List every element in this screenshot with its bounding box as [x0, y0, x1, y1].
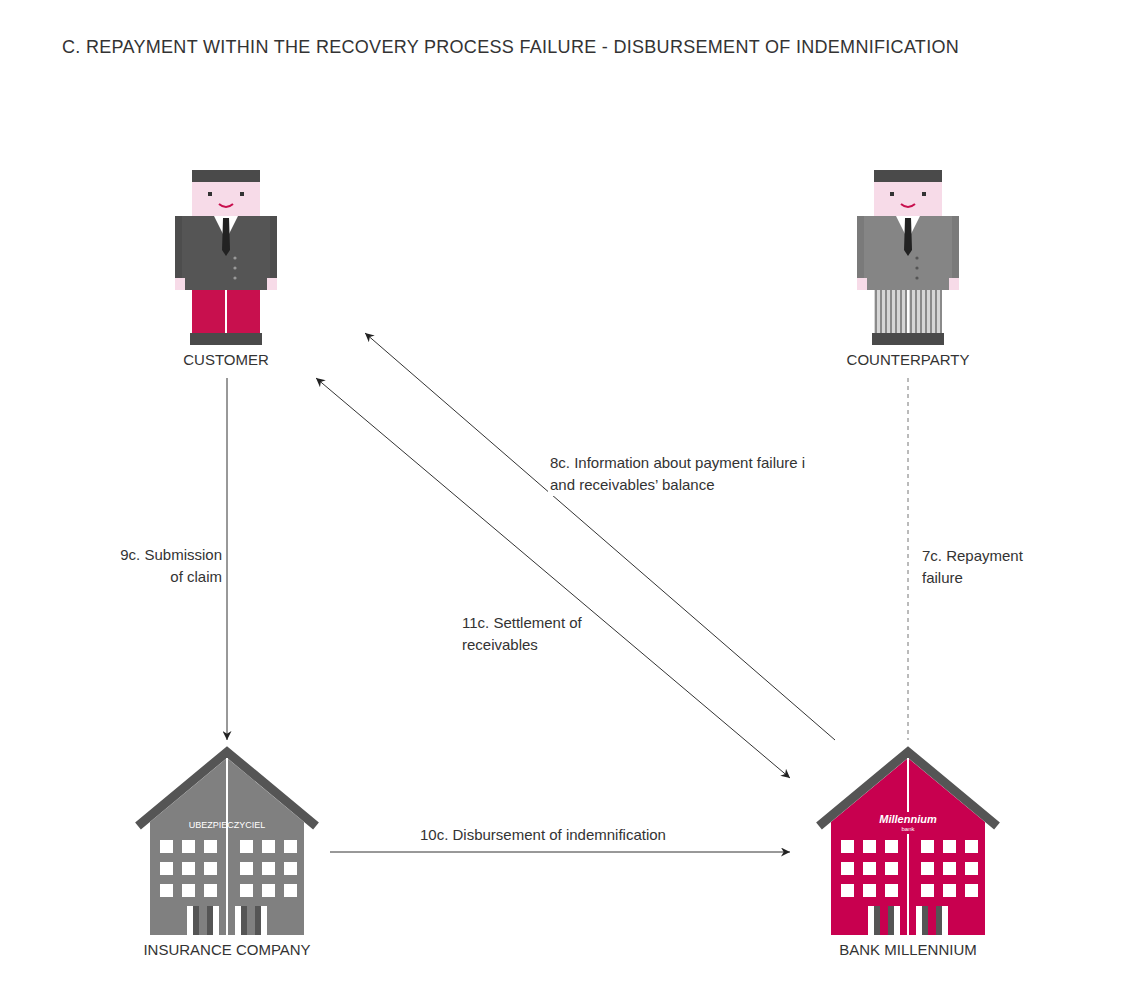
counterparty-figure	[857, 170, 959, 345]
edge-label: 9c. Submission of claim	[104, 544, 224, 588]
building-sign: UBEZPIECZYCIEL	[189, 820, 266, 830]
node-label: INSURANCE COMPANY	[143, 941, 310, 958]
edge-label: 8c. Information about payment failure i …	[548, 452, 834, 496]
edge-label: 11c. Settlement of receivables	[460, 612, 592, 656]
diagram-title: C. REPAYMENT WITHIN THE RECOVERY PROCESS…	[62, 37, 959, 58]
connector	[330, 852, 790, 853]
connector	[908, 378, 909, 740]
counterparty-node: COUNTERPARTY	[840, 165, 976, 378]
customer-figure	[175, 170, 277, 345]
node-label: BANK MILLENNIUM	[839, 941, 977, 958]
edge-label: 7c. Repayment failure	[920, 545, 1039, 589]
node-label: COUNTERPARTY	[847, 351, 970, 368]
insurance-node: UBEZPIECZYCIEL INSURANCE COMPANY	[125, 740, 330, 972]
bank-logo: Millennium	[879, 813, 936, 826]
bank-building	[819, 752, 997, 935]
connector	[227, 378, 228, 740]
bank-node: MillenniumbankBANK MILLENNIUM	[790, 740, 1026, 972]
insurance-building	[138, 752, 316, 935]
node-label: CUSTOMER	[183, 351, 269, 368]
edge-label: 10c. Disbursement of indemnification	[418, 824, 742, 846]
connector	[365, 333, 835, 740]
customer-node: CUSTOMER	[150, 165, 365, 378]
connector	[316, 378, 790, 778]
bank-logo-sub: bank	[901, 826, 914, 833]
